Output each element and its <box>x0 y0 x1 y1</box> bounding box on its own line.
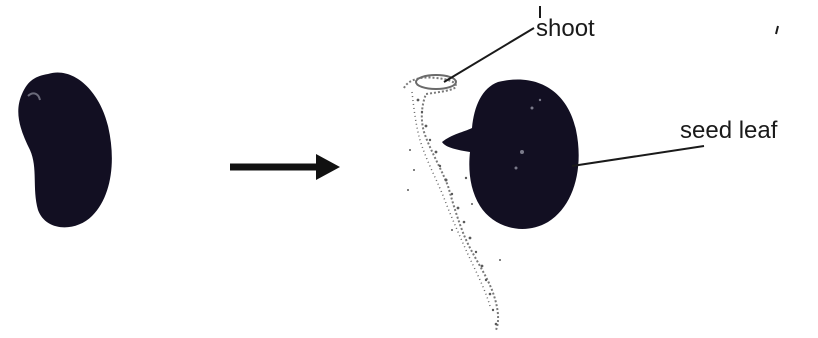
seed-leaf-label: seed leaf <box>680 117 778 144</box>
stray-mark-2 <box>776 26 778 34</box>
seed-leaf-leader-line <box>572 146 704 166</box>
dry-bean-seed <box>18 73 112 228</box>
dry-bean-body <box>18 73 112 228</box>
shoot-leader-line <box>444 28 534 82</box>
shoot-tip <box>416 75 456 89</box>
seed-leaf-body <box>442 79 579 229</box>
germinated-seed <box>404 75 579 330</box>
shoot-label: shoot <box>536 15 595 42</box>
right-arrow-icon <box>230 154 340 180</box>
